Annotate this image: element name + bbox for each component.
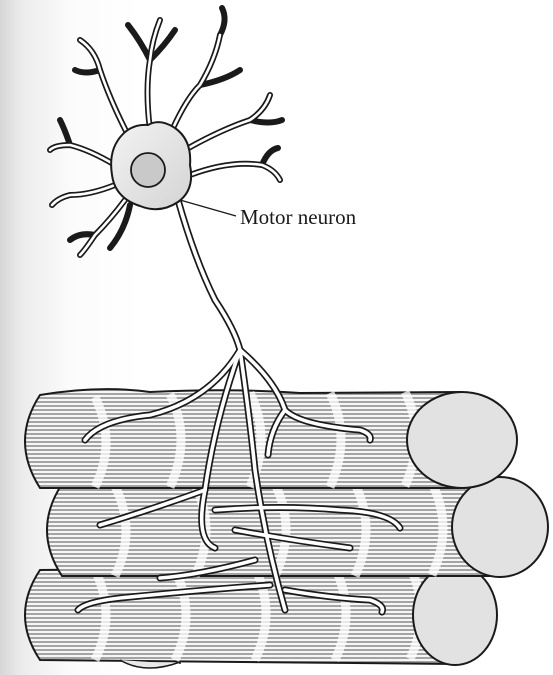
- muscle-fiber-bottom: [25, 565, 497, 668]
- motor-neuron-leader-line: [180, 200, 236, 216]
- muscle-fiber-middle: [47, 477, 548, 577]
- muscle-fiber-end-middle: [452, 477, 548, 577]
- motor-neuron-label: Motor neuron: [240, 205, 357, 229]
- muscle-fiber-end-top: [407, 392, 517, 488]
- muscle-fiber-end-bottom: [413, 565, 497, 665]
- neuron-nucleus: [131, 153, 165, 187]
